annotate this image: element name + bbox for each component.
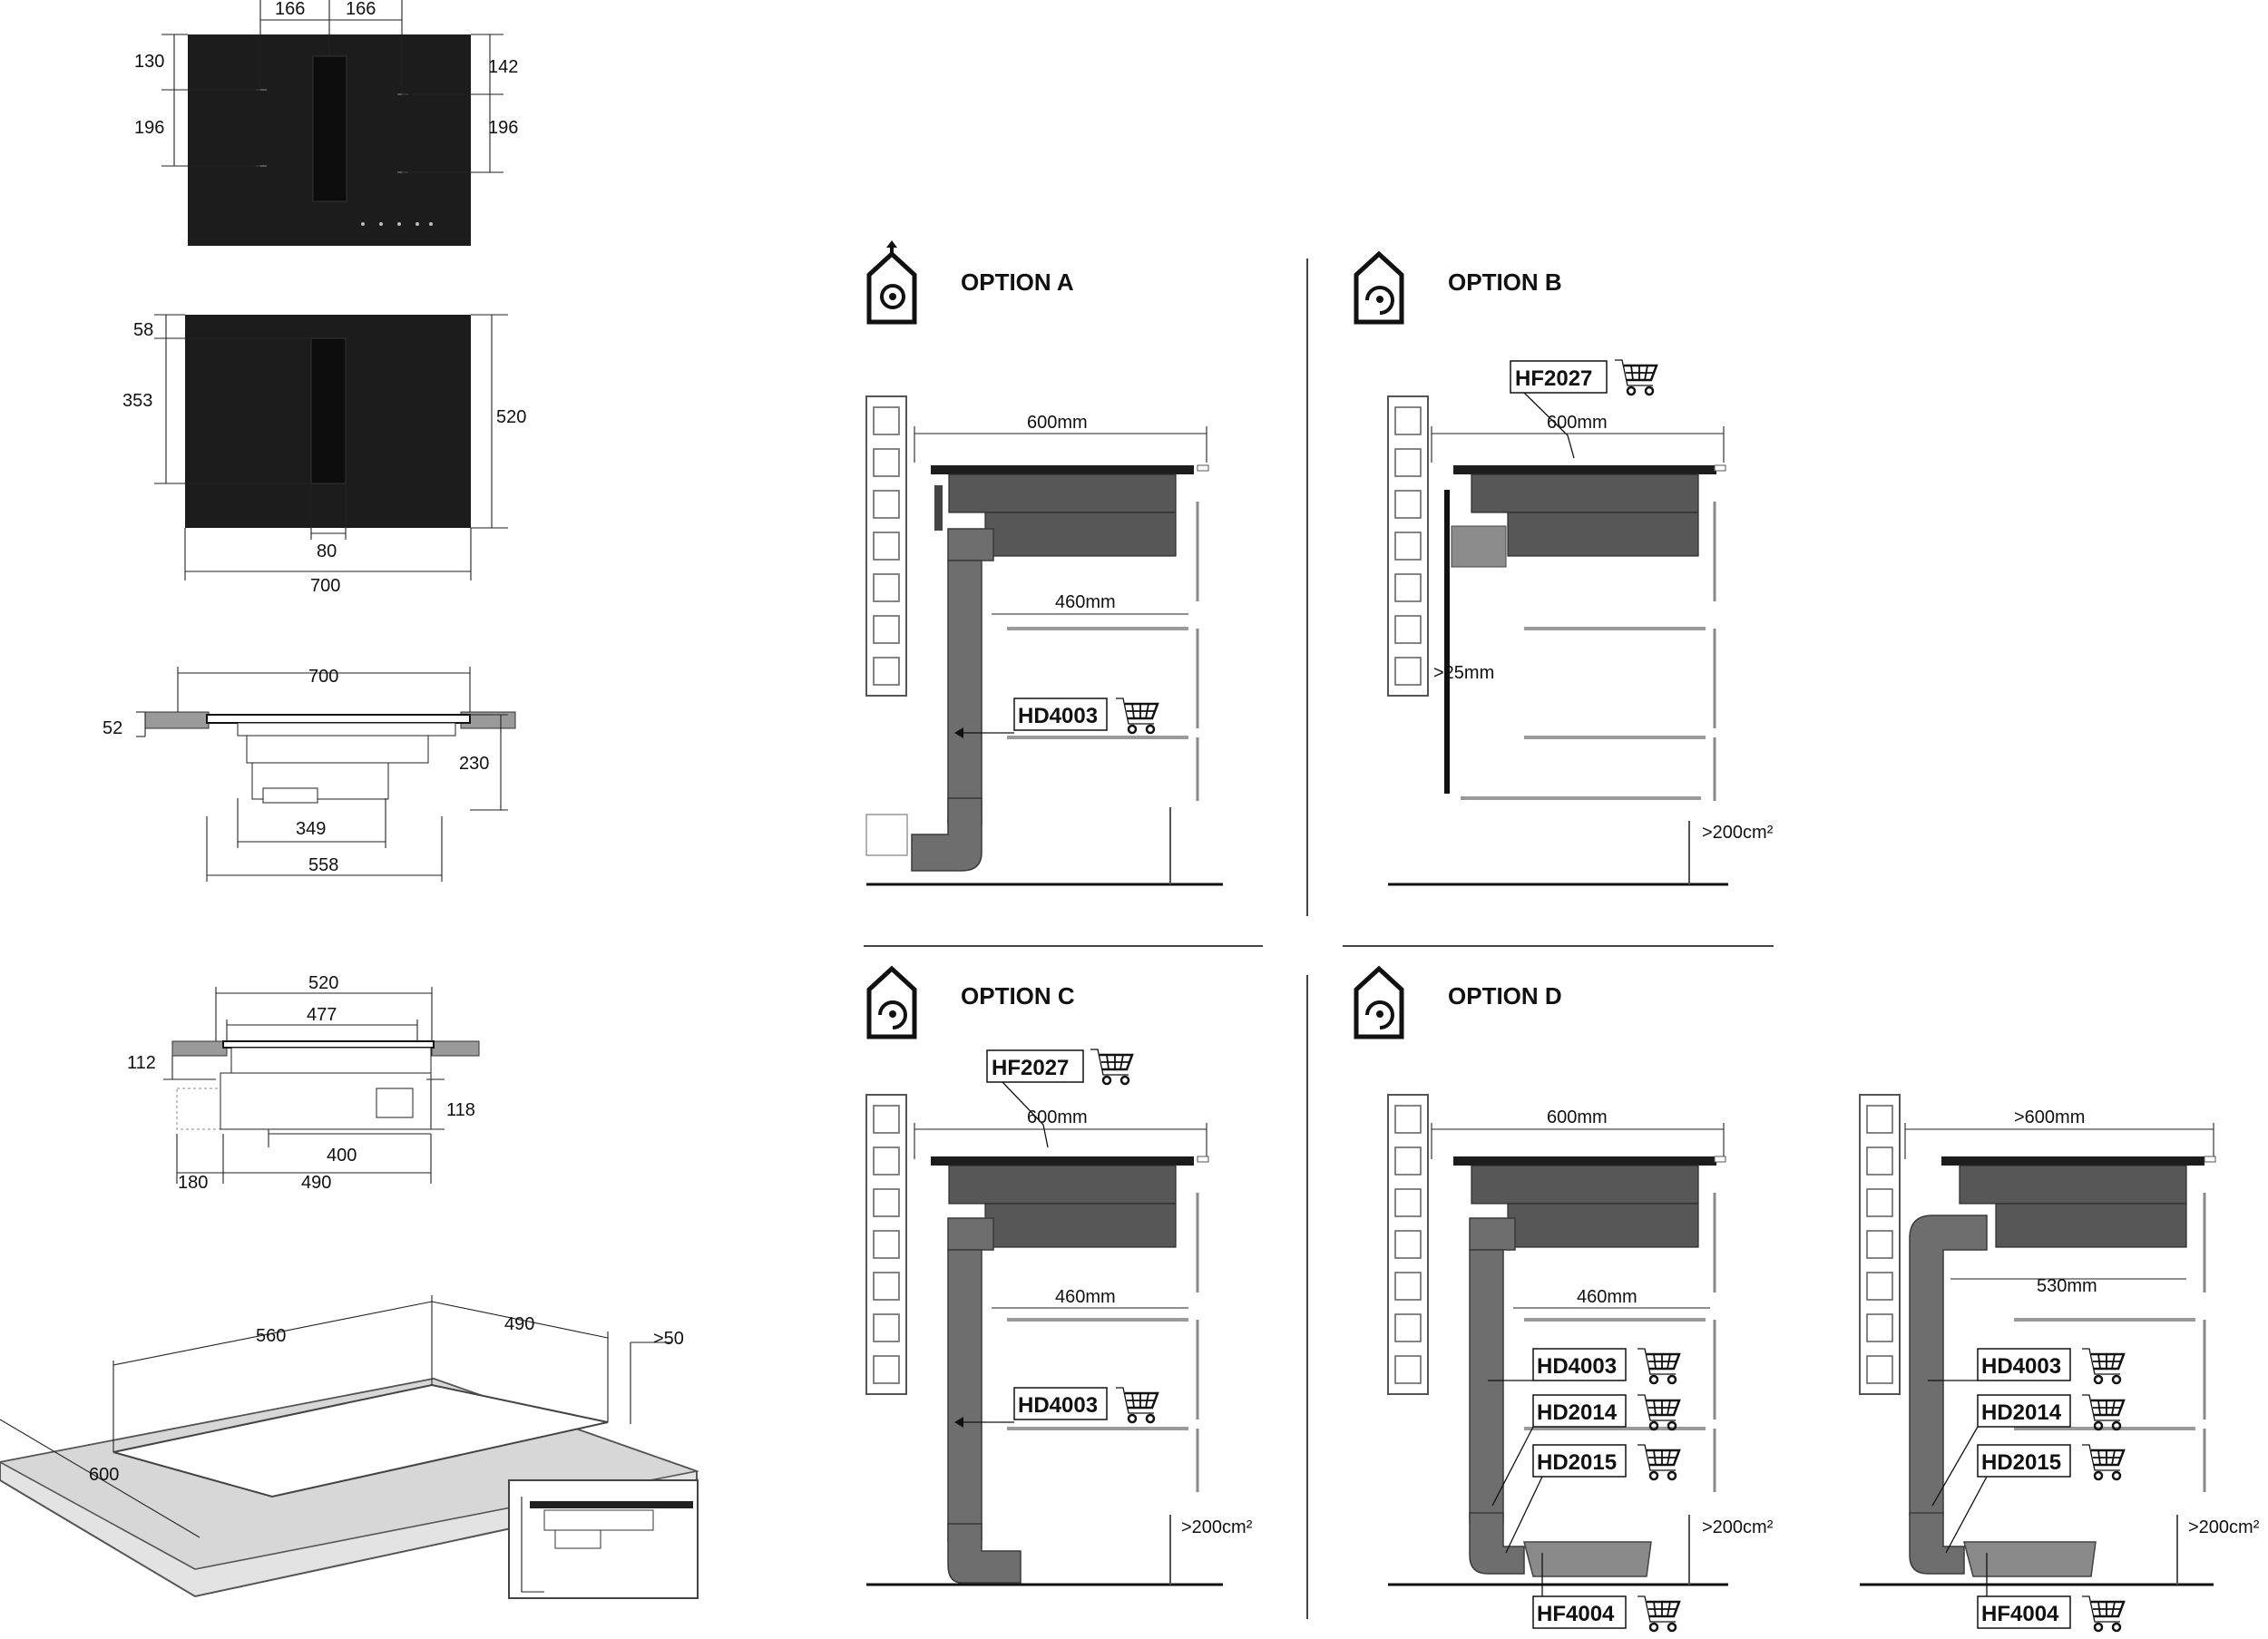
option-d2-part-4: HF4004 bbox=[1981, 1602, 2059, 1626]
option-b: OPTION B HF2027 600mm >25mm >200cm² bbox=[1354, 250, 1774, 886]
option-a: OPTION A 600mm 460mm HD4003 bbox=[865, 240, 1223, 886]
option-b-title: OPTION B bbox=[1448, 268, 1562, 296]
option-d2-part-2: HD2014 bbox=[1981, 1400, 2062, 1425]
option-d2-part-1: HD4003 bbox=[1981, 1354, 2061, 1379]
option-a-part-label: HD4003 bbox=[1018, 704, 1098, 728]
shopping-cart-icon bbox=[1636, 1347, 1681, 1385]
dim-180: 180 bbox=[178, 1173, 208, 1193]
front-section: 700 52 230 349 558 bbox=[103, 667, 516, 882]
dim-196-left: 196 bbox=[134, 118, 164, 138]
dim-58: 58 bbox=[133, 320, 153, 340]
option-a-width: 600mm bbox=[1027, 413, 1088, 433]
house-recirculation-icon bbox=[1354, 250, 1404, 325]
option-c-depth: 460mm bbox=[1055, 1287, 1116, 1307]
dim-477: 477 bbox=[307, 1005, 337, 1025]
house-recirculation-icon bbox=[866, 965, 917, 1039]
dim-353: 353 bbox=[122, 391, 152, 411]
option-d-part-3: HD2015 bbox=[1537, 1450, 1617, 1475]
option-d-variant: >600mm 530mm >200cm² HD4003 HD2014 HD201… bbox=[1859, 1094, 2260, 1633]
vent-slot bbox=[312, 55, 347, 202]
option-d-vent: >200cm² bbox=[1702, 1517, 1774, 1537]
option-c-vent: >200cm² bbox=[1181, 1517, 1253, 1537]
cutout-perspective: 560 490 >50 600 bbox=[0, 1295, 700, 1599]
shopping-cart-icon bbox=[1114, 1386, 1159, 1424]
option-d2-vent: >200cm² bbox=[2188, 1517, 2260, 1537]
dim-166-right: 166 bbox=[346, 0, 376, 19]
option-d-part-1: HD4003 bbox=[1537, 1354, 1617, 1379]
shopping-cart-icon bbox=[2080, 1595, 2126, 1633]
dim-80: 80 bbox=[317, 541, 337, 561]
shopping-cart-icon bbox=[1636, 1393, 1681, 1431]
dim-166-left: 166 bbox=[275, 0, 305, 19]
shopping-cart-icon bbox=[1636, 1595, 1681, 1633]
option-d-title: OPTION D bbox=[1448, 982, 1562, 1010]
dim-50: >50 bbox=[653, 1329, 684, 1349]
dim-490-cutout: 490 bbox=[504, 1314, 534, 1334]
dim-196-right: 196 bbox=[488, 118, 518, 138]
shopping-cart-icon bbox=[1613, 358, 1658, 396]
option-d2-depth: 530mm bbox=[2037, 1276, 2097, 1296]
option-d-depth: 460mm bbox=[1577, 1287, 1637, 1307]
option-c-part-label-1: HF2027 bbox=[992, 1056, 1069, 1080]
house-recirculation-icon bbox=[1354, 965, 1404, 1039]
option-c: OPTION C HF2027 600mm 460mm >200cm² HD40… bbox=[865, 965, 1253, 1586]
dim-700-front: 700 bbox=[308, 667, 338, 687]
dim-520-side: 520 bbox=[308, 973, 338, 993]
option-b-part-label: HF2027 bbox=[1515, 366, 1592, 391]
option-d2-width: >600mm bbox=[2014, 1107, 2085, 1127]
shopping-cart-icon bbox=[1636, 1443, 1681, 1481]
option-d2-part-3: HD2015 bbox=[1981, 1450, 2061, 1475]
shopping-cart-icon bbox=[2080, 1393, 2126, 1431]
option-d-width: 600mm bbox=[1547, 1107, 1608, 1127]
dim-600-cutout: 600 bbox=[89, 1465, 119, 1485]
option-a-depth: 460mm bbox=[1055, 592, 1116, 612]
dim-558: 558 bbox=[308, 855, 338, 875]
option-b-vent: >200cm² bbox=[1702, 823, 1774, 843]
option-c-title: OPTION C bbox=[961, 982, 1075, 1010]
option-c-width: 600mm bbox=[1027, 1107, 1088, 1127]
dim-400: 400 bbox=[327, 1146, 357, 1166]
bottom-view: 58 353 520 80 700 bbox=[122, 314, 526, 596]
dim-230: 230 bbox=[459, 754, 489, 774]
dim-560: 560 bbox=[256, 1326, 286, 1346]
shopping-cart-icon bbox=[1089, 1048, 1134, 1086]
option-b-width: 600mm bbox=[1547, 413, 1608, 433]
dim-118: 118 bbox=[446, 1100, 475, 1120]
dim-349: 349 bbox=[296, 819, 326, 839]
side-section: 520 477 112 118 400 490 180 bbox=[127, 973, 480, 1193]
option-d-part-4: HF4004 bbox=[1537, 1602, 1615, 1626]
option-d: OPTION D 600mm 460mm >200cm² HD4003 HD20… bbox=[1354, 965, 1774, 1633]
top-view: 166 166 130 142 196 196 bbox=[134, 0, 518, 246]
dim-490: 490 bbox=[301, 1173, 331, 1193]
dim-142: 142 bbox=[488, 57, 518, 77]
inset-detail bbox=[508, 1479, 699, 1599]
dim-112: 112 bbox=[127, 1053, 156, 1073]
option-d-part-2: HD2014 bbox=[1537, 1400, 1618, 1425]
dim-52: 52 bbox=[103, 718, 122, 738]
option-a-title: OPTION A bbox=[961, 268, 1074, 296]
option-c-part-label-2: HD4003 bbox=[1018, 1393, 1098, 1418]
house-extraction-icon bbox=[866, 240, 917, 325]
shopping-cart-icon bbox=[2080, 1443, 2126, 1481]
option-b-gap: >25mm bbox=[1433, 663, 1494, 683]
dim-700: 700 bbox=[310, 576, 340, 596]
dim-130: 130 bbox=[134, 52, 164, 72]
shopping-cart-icon bbox=[2080, 1347, 2126, 1385]
shopping-cart-icon bbox=[1114, 697, 1159, 735]
dim-520: 520 bbox=[496, 407, 526, 427]
